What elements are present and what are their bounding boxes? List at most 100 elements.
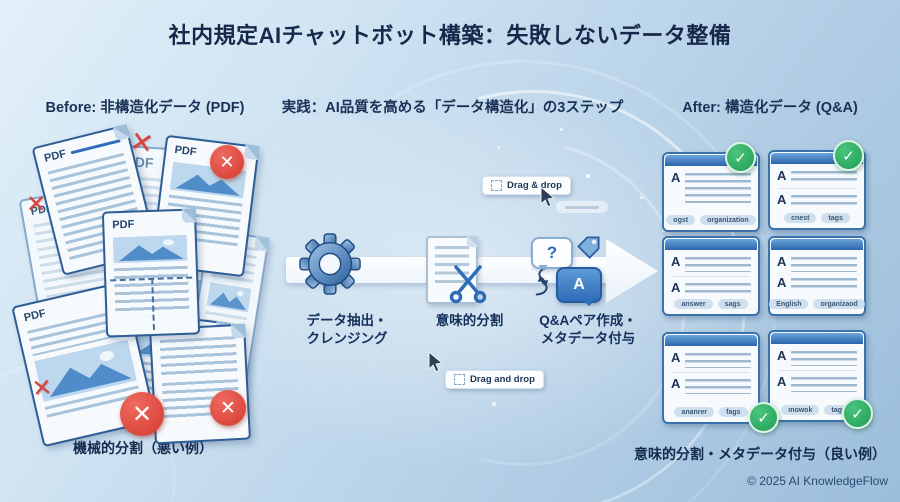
answer-letter: A xyxy=(671,376,681,391)
text-lines xyxy=(685,283,751,296)
card-header-bar xyxy=(665,239,757,250)
pdf-label: PDF xyxy=(43,147,68,165)
answer-letter: A xyxy=(777,168,787,183)
text-lines xyxy=(791,171,857,184)
tag-pill: tags xyxy=(821,213,850,223)
text-lines xyxy=(159,336,238,378)
page-fold xyxy=(181,208,197,223)
answer-letter: A xyxy=(777,192,787,207)
card-header-bar xyxy=(771,333,863,344)
answer-letter: A xyxy=(777,275,787,290)
sparkle-dot xyxy=(560,128,563,131)
check-badge-icon: ✓ xyxy=(842,398,873,429)
error-x-icon: ✕ xyxy=(30,374,54,403)
ghost-pill xyxy=(556,201,608,213)
qa-card: A A English organizaod xyxy=(768,236,866,316)
card-divider xyxy=(778,188,856,189)
text-lines xyxy=(791,257,857,272)
pdf-label: PDF xyxy=(173,143,198,159)
text-lines xyxy=(791,377,857,392)
step-label-2: 意味的分割 xyxy=(435,313,504,328)
answer-letter: A xyxy=(671,350,681,365)
answer-letter: A xyxy=(671,254,681,269)
sparkle-dot xyxy=(492,402,496,406)
tag-pill: fags xyxy=(719,407,748,417)
cursor-icon xyxy=(540,185,556,212)
document-image xyxy=(206,282,252,313)
answer-letter: A xyxy=(777,348,787,363)
tag-pill: English xyxy=(769,299,809,309)
card-header-bar xyxy=(665,155,757,166)
answer-bubble-icon: A xyxy=(556,267,602,306)
answer-letter: A xyxy=(573,276,585,293)
check-badge-icon: ✓ xyxy=(725,142,756,173)
tag-pill: cnest xyxy=(784,213,817,223)
gear-icon xyxy=(299,231,361,302)
sparkle-dot xyxy=(586,174,590,178)
document-image xyxy=(34,339,138,403)
pdf-document xyxy=(180,228,270,418)
dashed-select-icon xyxy=(491,180,502,191)
text-lines xyxy=(435,246,469,288)
pdf-label: PDF xyxy=(22,307,47,325)
text-lines xyxy=(685,379,751,394)
dashed-select-icon xyxy=(454,374,465,385)
copyright: © 2025 AI KnowledgeFlow xyxy=(747,474,888,488)
qa-card: A A mowok tags xyxy=(768,330,866,422)
pdf-document: PDF xyxy=(11,280,157,448)
check-badge-icon: ✓ xyxy=(833,140,864,171)
drag-drop-chip: Drag and drop xyxy=(445,370,544,389)
answer-letter: A xyxy=(777,254,787,269)
tag-pill: mowok xyxy=(781,405,820,415)
after-caption: 意味的分割・メタデータ付与（良い例） xyxy=(634,446,886,462)
sparkle-dot xyxy=(640,196,643,199)
document-image xyxy=(112,234,188,264)
before-header: Before: 非構造化データ (PDF) xyxy=(45,100,245,116)
step-label-3: Q&Aペア作成・ メタデータ付与 xyxy=(539,313,637,347)
before-caption: 機械的分割（悪い例） xyxy=(73,440,213,456)
answer-letter: A xyxy=(777,374,787,389)
tag-pill: tags xyxy=(824,405,853,415)
drag-drop-chip: Drag & drop xyxy=(482,176,571,195)
answer-letter: A xyxy=(671,170,681,185)
sparkle-dot xyxy=(96,442,100,446)
text-lines xyxy=(791,278,857,291)
error-x-icon: ✕ xyxy=(26,191,47,218)
error-x-badge-icon: ✕ xyxy=(210,390,246,426)
text-lines xyxy=(685,173,751,203)
after-header: After: 構造化データ (Q&A) xyxy=(682,100,858,116)
text-lines xyxy=(685,353,751,368)
check-badge-icon: ✓ xyxy=(748,402,779,433)
page-fold xyxy=(230,323,246,339)
tag-pill: ogst xyxy=(666,215,696,225)
drag-drop-label: Drag and drop xyxy=(470,374,535,385)
scissors-icon xyxy=(449,264,487,309)
page-fold xyxy=(244,144,260,161)
pdf-document-split: PDF xyxy=(101,208,201,338)
sparkle-dot xyxy=(612,318,617,323)
card-header-bar xyxy=(771,239,863,250)
answer-letter: A xyxy=(671,280,681,295)
label-underline xyxy=(70,139,121,155)
tag-pill: organizaod xyxy=(813,299,865,309)
pdf-document xyxy=(149,323,251,445)
drag-drop-label: Drag & drop xyxy=(507,180,562,191)
qa-card: A A ananrer fags xyxy=(662,332,760,424)
card-divider xyxy=(778,370,856,371)
tag-pill: sags xyxy=(717,299,748,309)
page-title: 社内規定AIチャットボット構築：失敗しないデータ整備 xyxy=(168,23,732,48)
step-label-1: データ抽出・ クレンジング xyxy=(306,313,388,347)
card-divider xyxy=(672,372,750,373)
card-header-bar xyxy=(771,153,863,164)
text-lines xyxy=(791,195,857,208)
tag-pill: ananrer xyxy=(674,407,715,417)
text-lines xyxy=(791,351,857,366)
question-mark: ? xyxy=(546,243,558,262)
card-divider xyxy=(672,276,750,277)
tag-pill: answer xyxy=(674,299,713,309)
pdf-label: PDF xyxy=(112,218,135,232)
error-x-badge-icon: ✕ xyxy=(210,145,244,179)
tag-pill: organization xyxy=(700,215,756,225)
qa-card: A A answer sags xyxy=(662,236,760,316)
